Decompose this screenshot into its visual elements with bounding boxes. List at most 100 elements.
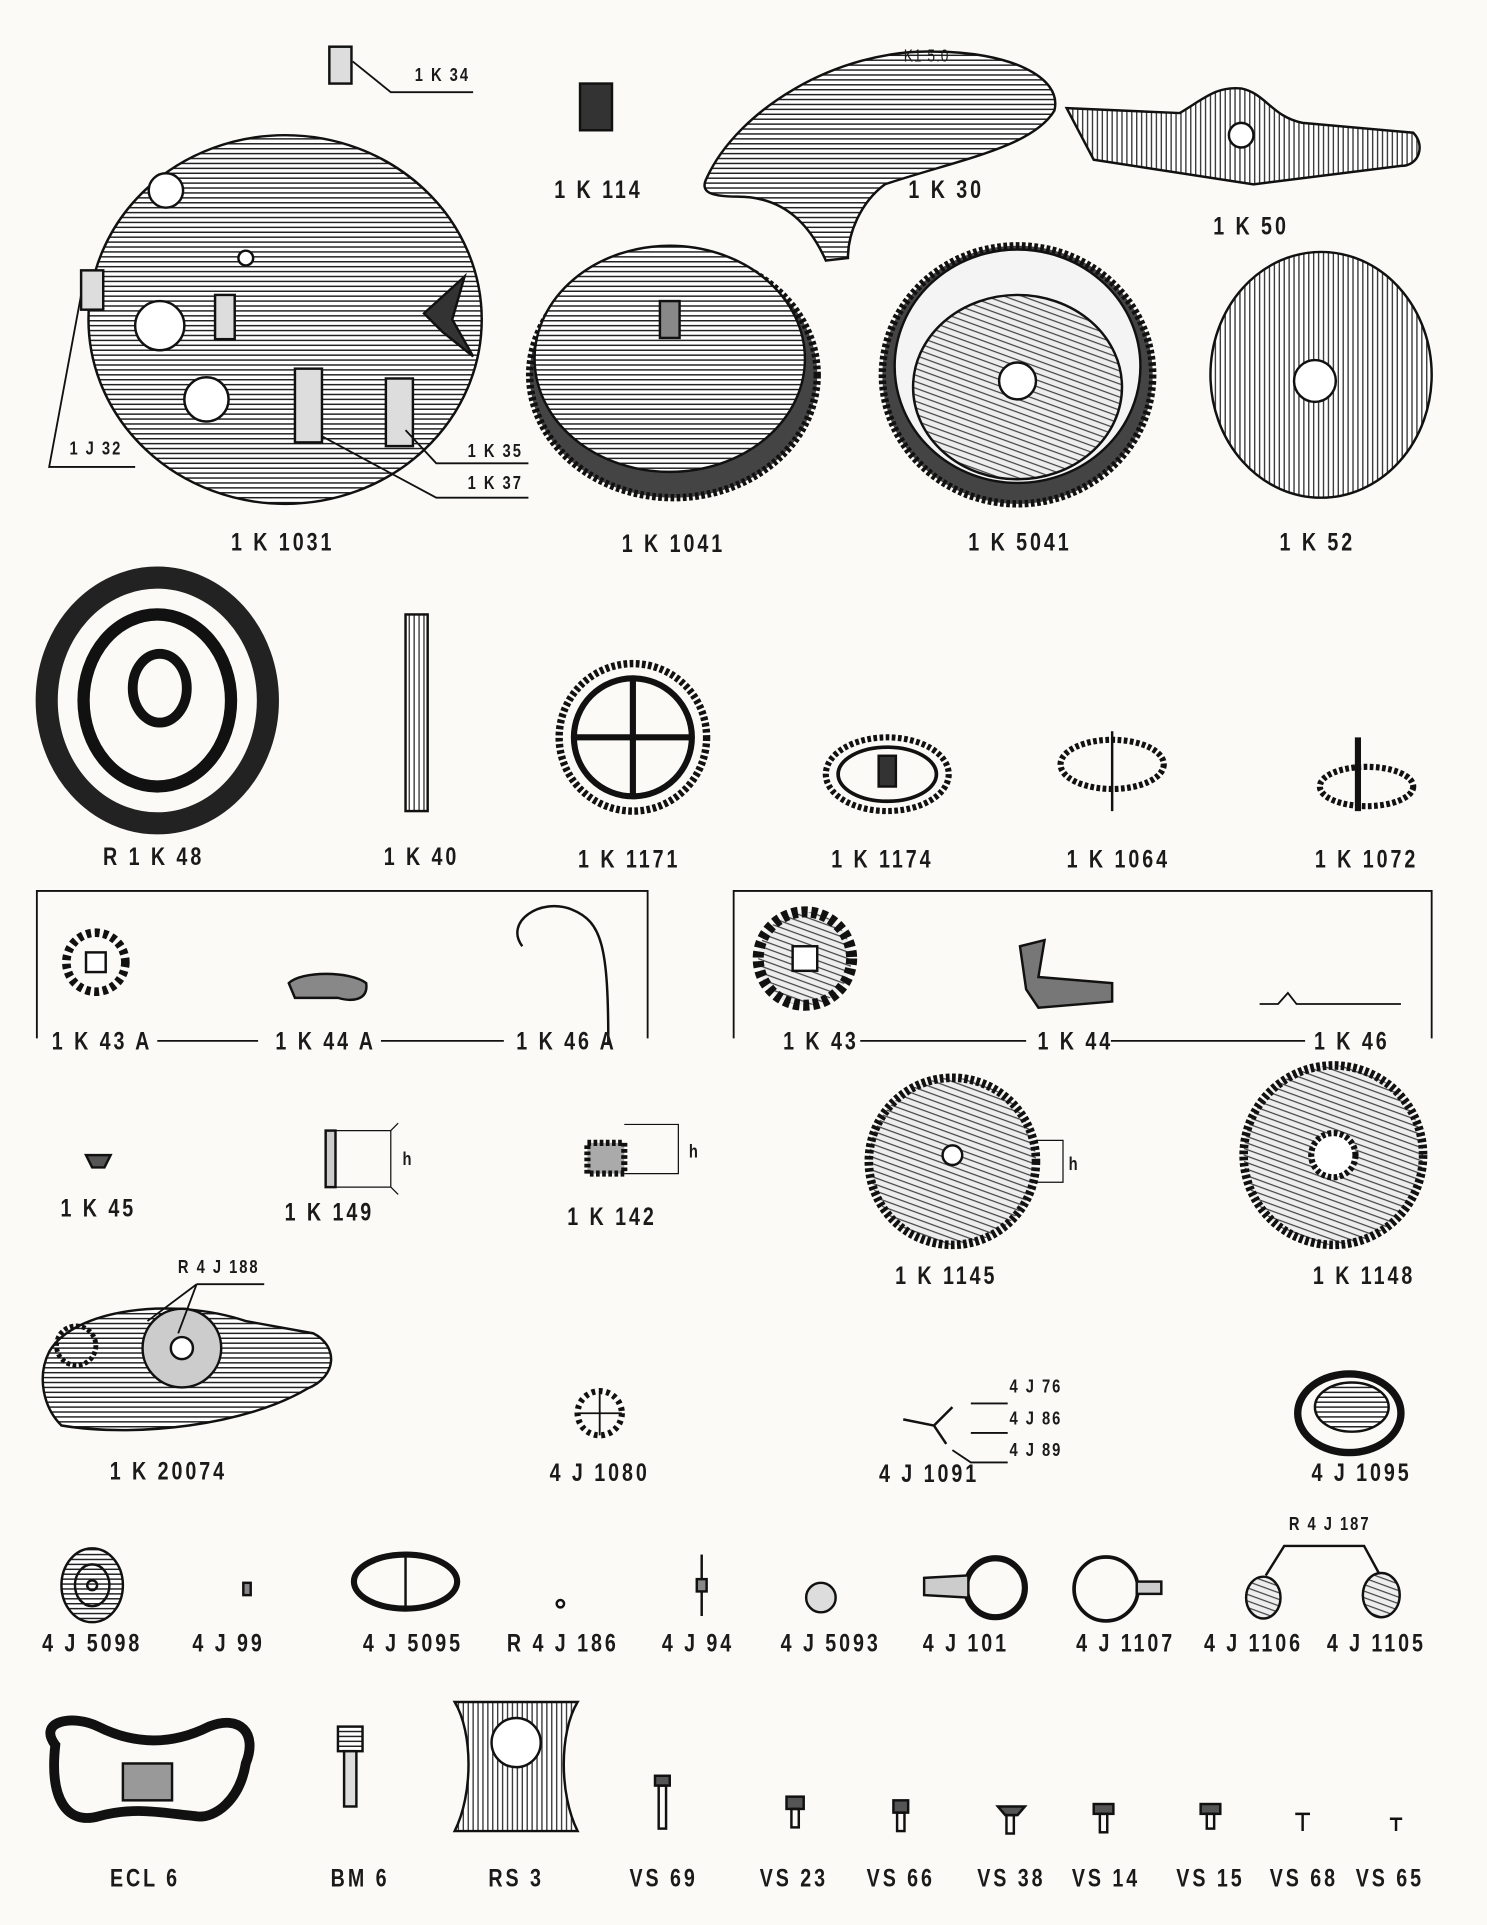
height-marker-1k149: h <box>402 1149 414 1170</box>
label-1k52: 1 K 52 <box>1279 529 1356 557</box>
click-illustration <box>1018 938 1114 1009</box>
label-1k37: 1 K 37 <box>467 473 523 495</box>
label-1k30: 1 K 30 <box>908 176 985 204</box>
jewel-illustration <box>555 1598 566 1609</box>
mainspring-illustration <box>35 566 279 835</box>
wheel-1072-illustration <box>1316 737 1417 812</box>
staff-illustration <box>695 1554 708 1617</box>
escape-wheel-illustration <box>574 1388 625 1439</box>
label-vs38: VS 38 <box>977 1865 1046 1893</box>
label-vs15: VS 15 <box>1176 1865 1245 1893</box>
label-4j1105: 4 J 1105 <box>1326 1630 1426 1658</box>
label-r1k48: R 1 K 48 <box>103 844 205 872</box>
label-4j1106: 4 J 1106 <box>1203 1630 1304 1658</box>
label-1k35: 1 K 35 <box>467 441 523 463</box>
height-marker-1k1145: h <box>1068 1153 1080 1175</box>
label-1k1064: 1 K 1064 <box>1066 846 1170 874</box>
label-1k1031: 1 K 1031 <box>230 529 335 557</box>
label-vs14: VS 14 <box>1071 1865 1141 1893</box>
label-4j94: 4 J 94 <box>661 1630 735 1658</box>
label-vs69: VS 69 <box>629 1865 698 1893</box>
label-1k1171: 1 K 1171 <box>578 846 681 874</box>
click-spring-a-illustration <box>516 904 610 1045</box>
main-plate-illustration <box>79 45 483 506</box>
wheel-1148-illustration <box>1239 1061 1428 1250</box>
screw-vs23-illustration <box>785 1795 805 1829</box>
cap-jewel-1105-illustration <box>1361 1571 1401 1619</box>
screw-vs66-illustration <box>892 1799 910 1833</box>
barrel-drum-illustration <box>878 242 1157 508</box>
group-bracket-a <box>35 890 649 1039</box>
label-1k43: 1 K 43 <box>783 1028 859 1056</box>
label-rs3: RS 3 <box>488 1865 544 1893</box>
screw-vs38-illustration <box>995 1805 1028 1835</box>
label-1k34: 1 K 34 <box>414 65 471 87</box>
label-r4j186: R 4 J 186 <box>506 1630 619 1658</box>
label-1k45: 1 K 45 <box>60 1195 137 1223</box>
label-1k46: 1 K 46 <box>1313 1028 1390 1056</box>
pallet-fork-illustration <box>903 1402 1008 1464</box>
label-1k44a: 1 K 44 A <box>275 1028 376 1056</box>
label-4j101: 4 J 101 <box>922 1630 1010 1658</box>
label-1k1174: 1 K 1174 <box>831 846 934 874</box>
label-4j86: 4 J 86 <box>1009 1408 1063 1430</box>
pinion-1k142-illustration <box>584 1123 679 1177</box>
label-1k46a: 1 K 46 A <box>516 1028 617 1056</box>
wheel-1171-illustration <box>555 659 711 815</box>
ratchet-illustration <box>752 906 858 1011</box>
label-4j1091: 4 J 1091 <box>878 1461 980 1489</box>
winding-key-illustration <box>45 1715 255 1823</box>
label-4j99: 4 J 99 <box>192 1630 265 1658</box>
label-4j5093: 4 J 5093 <box>780 1630 881 1658</box>
label-1k5041: 1 K 5041 <box>968 529 1072 557</box>
label-bm6: BM 6 <box>330 1865 390 1893</box>
plate-stamp-text: K1 5.0 <box>903 45 950 66</box>
knob-illustration <box>336 1725 364 1808</box>
label-vs23: VS 23 <box>759 1865 829 1893</box>
label-1k1148: 1 K 1148 <box>1312 1263 1416 1291</box>
screw-vs14-illustration <box>1092 1802 1115 1834</box>
regulator-4j1107-illustration <box>1072 1555 1163 1623</box>
barrel-cover-illustration <box>1209 250 1433 499</box>
label-1k1145: 1 K 1145 <box>895 1263 998 1291</box>
cap-jewel-1106-illustration <box>1244 1575 1282 1620</box>
label-1k1072: 1 K 1072 <box>1314 846 1419 874</box>
label-4j5098: 4 J 5098 <box>42 1630 143 1658</box>
wheel-1064-illustration <box>1057 731 1167 812</box>
stud-illustration <box>242 1581 252 1597</box>
screw-vs68-illustration <box>1295 1812 1311 1832</box>
arbor-illustration <box>404 613 429 813</box>
group-bracket-b <box>732 890 1433 1039</box>
label-4j1095: 4 J 1095 <box>1311 1459 1412 1487</box>
pin-1k149-illustration <box>324 1122 399 1195</box>
regulator-4j101-illustration <box>922 1555 1028 1621</box>
click-spring-illustration <box>1259 991 1401 1005</box>
bushing-illustration <box>578 82 614 132</box>
screw-1k45-illustration <box>84 1153 113 1169</box>
ratchet-a-illustration <box>62 928 130 997</box>
label-4j5095: 4 J 5095 <box>362 1630 463 1658</box>
wheel-1174-illustration <box>822 734 952 815</box>
label-1k149: 1 K 149 <box>284 1199 375 1227</box>
roller-illustration <box>804 1581 837 1614</box>
screw-vs15-illustration <box>1199 1802 1222 1830</box>
label-vs68: VS 68 <box>1269 1865 1339 1893</box>
label-4j76: 4 J 76 <box>1009 1376 1063 1398</box>
label-4j89: 4 J 89 <box>1009 1440 1063 1462</box>
escapement-platform-illustration <box>41 1307 333 1432</box>
label-4j1080: 4 J 1080 <box>549 1459 650 1487</box>
balance-4j5095-illustration <box>350 1551 461 1612</box>
label-1k50: 1 K 50 <box>1213 213 1289 241</box>
label-4j1107: 4 J 1107 <box>1076 1630 1176 1658</box>
label-1k43a: 1 K 43 A <box>51 1028 153 1056</box>
hairspring-illustration <box>60 1547 125 1624</box>
label-1k142: 1 K 142 <box>567 1204 657 1232</box>
ratchet-screw-plate-illustration <box>452 1700 580 1833</box>
balance-wheel-illustration <box>1294 1370 1405 1457</box>
label-vs66: VS 66 <box>866 1865 935 1893</box>
label-r4j187: R 4 J 187 <box>1288 1514 1371 1535</box>
height-marker-1k142: h <box>688 1141 700 1163</box>
wheel-1145-illustration <box>864 1073 1064 1250</box>
